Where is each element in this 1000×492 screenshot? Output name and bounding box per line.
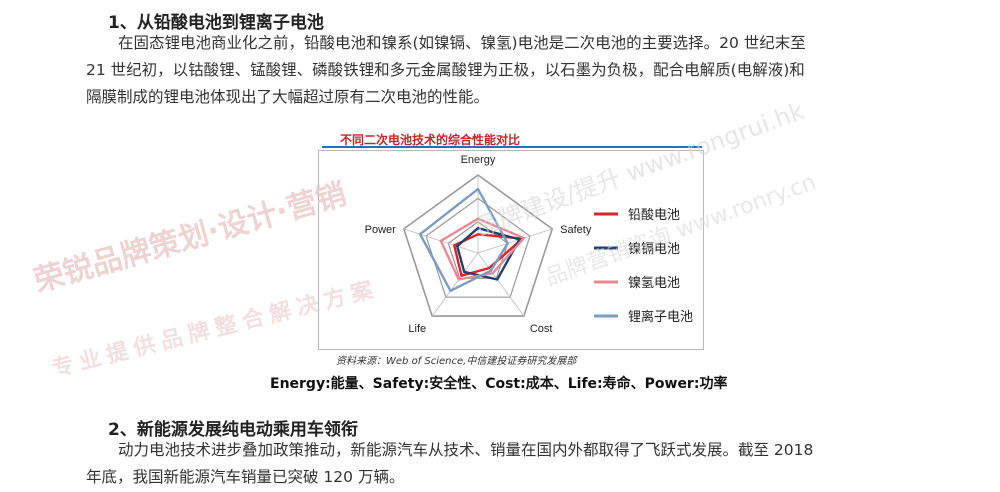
legend-label-3: 锂离子电池 xyxy=(628,309,693,325)
legend-label-0: 铅酸电池 xyxy=(628,208,680,223)
paragraph-line: 在固态锂电池商业化之前，铅酸电池和镍系(如镍镉、镍氢)电池是二次电池的主要选择。… xyxy=(118,34,806,52)
radar-spoke xyxy=(477,252,525,317)
legend-label-1: 镍镉电池 xyxy=(628,241,680,257)
radar-series xyxy=(418,187,526,293)
radar-spoke xyxy=(431,252,479,317)
radar-spoke xyxy=(477,228,553,254)
figure-source: 资料来源：Web of Science,中信建投证券研究发展部 xyxy=(336,356,577,367)
paragraph-line: 年底，我国新能源汽车销量已突破 120 万辆。 xyxy=(86,468,405,486)
axis-label-life: Life xyxy=(408,323,426,335)
figure-title: 不同二次电池技术的综合性能对比 xyxy=(340,133,521,147)
section-2-heading: 2、新能源发展纯电动乘用车领衔 xyxy=(108,420,358,440)
watermark-brand: 荣锐品牌策划·设计·营销 xyxy=(30,176,351,300)
series-line-3 xyxy=(418,187,509,293)
section-1-heading: 1、从铅酸电池到锂离子电池 xyxy=(108,13,324,33)
radar-grid-ring xyxy=(402,174,554,317)
section-1-paragraph: 在固态锂电池商业化之前，铅酸电池和镍系(如镍镉、镍氢)电池是二次电池的主要选择。… xyxy=(86,30,906,111)
radar-grid-ring xyxy=(425,197,531,298)
figure-caption: Energy:能量、Safety:安全性、Cost:成本、Life:寿命、Pow… xyxy=(270,376,728,392)
series-line-2 xyxy=(439,217,526,281)
paragraph-line: 21 世纪初，以钴酸锂、锰酸锂、磷酸铁锂和多元金属酸锂为正极，以石墨为负极，配合… xyxy=(86,61,805,79)
axis-label-energy: Energy xyxy=(461,154,496,166)
paragraph-line: 动力电池技术进步叠加政策推动，新能源汽车从技术、销量在国内外都取得了飞跃式发展。… xyxy=(118,441,814,459)
axis-label-power: Power xyxy=(365,224,397,236)
legend-label-2: 镍氢电池 xyxy=(628,276,680,291)
figure-title-rule xyxy=(322,146,702,148)
paragraph-line: 隔膜制成的锂电池体现出了大幅超过原有二次电池的性能。 xyxy=(86,88,490,106)
section-2-paragraph: 动力电池技术进步叠加政策推动，新能源汽车从技术、销量在国内外都取得了飞跃式发展。… xyxy=(86,437,906,491)
radar-grid xyxy=(402,174,554,317)
axis-label-cost: Cost xyxy=(530,323,553,335)
axis-label-safety: Safety xyxy=(560,224,592,236)
figure-frame xyxy=(318,150,704,350)
